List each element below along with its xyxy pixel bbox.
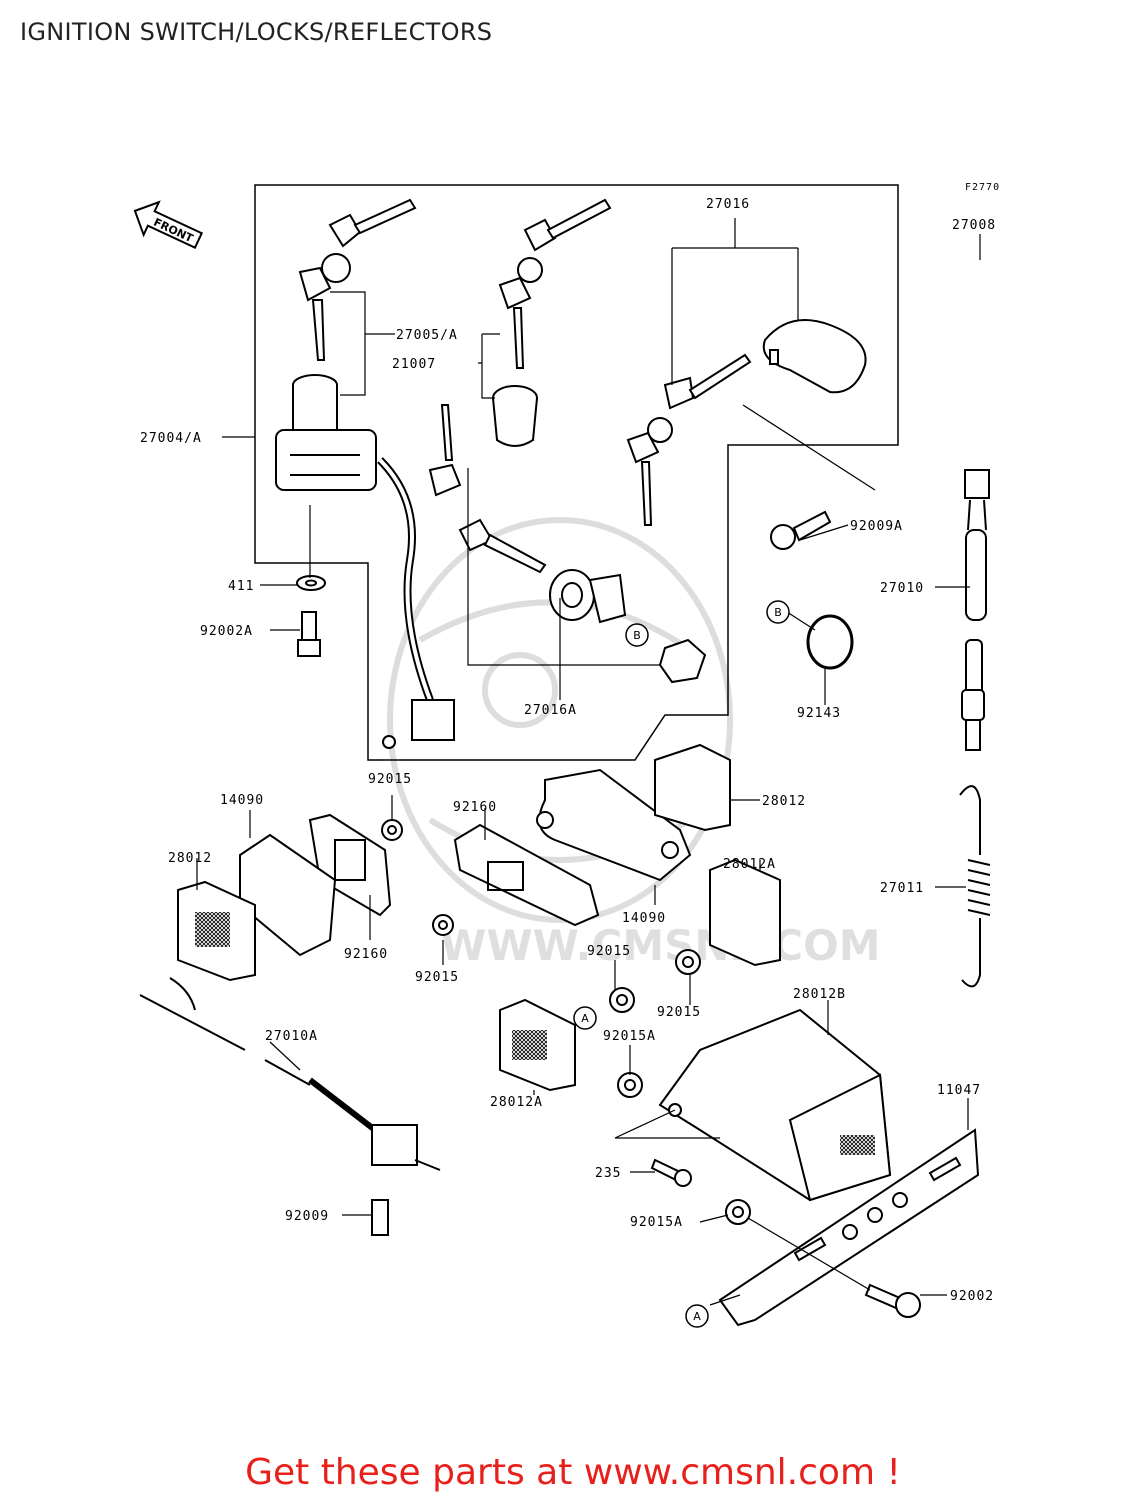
part-label: 92002A (200, 624, 253, 639)
part-label: 92143 (797, 706, 841, 721)
ignition-switch-icon (275, 374, 455, 749)
figure-code: F2770 (965, 182, 1000, 193)
part-label: 28012B (793, 987, 846, 1002)
watermark-text: WWW.CMSNL.COM (440, 921, 881, 970)
cta-link[interactable]: Get these parts at www.cmsnl.com ! (245, 1452, 901, 1493)
callout-a-label: A (693, 1310, 701, 1323)
part-label: 92002 (950, 1289, 994, 1304)
small-screw-icon (650, 1158, 692, 1187)
reflector-bracket-icon (453, 743, 781, 1013)
part-label: 92160 (344, 947, 388, 962)
lock-cylinder-icon (428, 404, 707, 684)
part-label: 92015 (368, 772, 412, 787)
part-label: 27016A (524, 703, 577, 718)
part-label: 11047 (937, 1083, 981, 1098)
part-label: 92009A (850, 519, 903, 534)
callout-marker: B (625, 623, 649, 647)
callout-marker: A (573, 1006, 597, 1030)
screw-icon (770, 510, 832, 550)
part-label: 28012 (762, 794, 806, 809)
part-label: 21007 (392, 357, 436, 372)
part-label: 14090 (220, 793, 264, 808)
part-label: 28012A (723, 857, 776, 872)
callout-b-label: B (774, 606, 782, 619)
spring-icon (959, 785, 991, 988)
part-label: 27004/A (140, 431, 202, 446)
part-label: 27010 (880, 581, 924, 596)
reflector-left-icon (177, 813, 454, 982)
callout-marker: A (685, 1304, 709, 1328)
switch-icon (961, 469, 990, 751)
part-label: 92015 (587, 944, 631, 959)
bolt-icon (297, 611, 321, 657)
part-label: 28012 (168, 851, 212, 866)
part-label: 92009 (285, 1209, 329, 1224)
part-label: 92015 (657, 1005, 701, 1020)
nut-icon (725, 1199, 751, 1225)
part-label: 28012A (490, 1095, 543, 1110)
callout-a-label: A (581, 1012, 589, 1025)
leader-lines (196, 218, 981, 1306)
flange-bolt-icon (864, 1283, 921, 1318)
reflector-housing-icon (658, 1008, 892, 1202)
callout-b-label: B (633, 629, 641, 642)
callout-marker: B (766, 600, 790, 624)
part-label: 411 (228, 579, 254, 594)
key-lock-icon (492, 198, 612, 447)
front-arrow-icon: FRONT (133, 200, 204, 250)
key-set-icon (298, 198, 417, 361)
washer-icon (296, 575, 326, 591)
seat-lock-icon (626, 319, 867, 526)
part-label: 14090 (622, 911, 666, 926)
part-label: 235 (595, 1166, 621, 1181)
cable-switch-icon (139, 977, 441, 1236)
page-title: IGNITION SWITCH/LOCKS/REFLECTORS (20, 18, 493, 46)
part-label: 27010A (265, 1029, 318, 1044)
part-label: 92015A (630, 1215, 683, 1230)
reflector-small-icon (499, 998, 643, 1098)
part-label: 27008 (952, 218, 996, 233)
bracket-stay-icon (718, 1128, 980, 1327)
part-label: 92160 (453, 800, 497, 815)
parts-diagram: WWW.CMSNL.COM FRONT (133, 182, 1000, 1328)
part-label: 92015 (415, 970, 459, 985)
assembly-outline (254, 184, 899, 761)
part-label: 92015A (603, 1029, 656, 1044)
part-label: 27011 (880, 881, 924, 896)
part-label: 27005/A (396, 328, 458, 343)
o-ring-icon (806, 614, 854, 670)
part-label: 27016 (706, 197, 750, 212)
